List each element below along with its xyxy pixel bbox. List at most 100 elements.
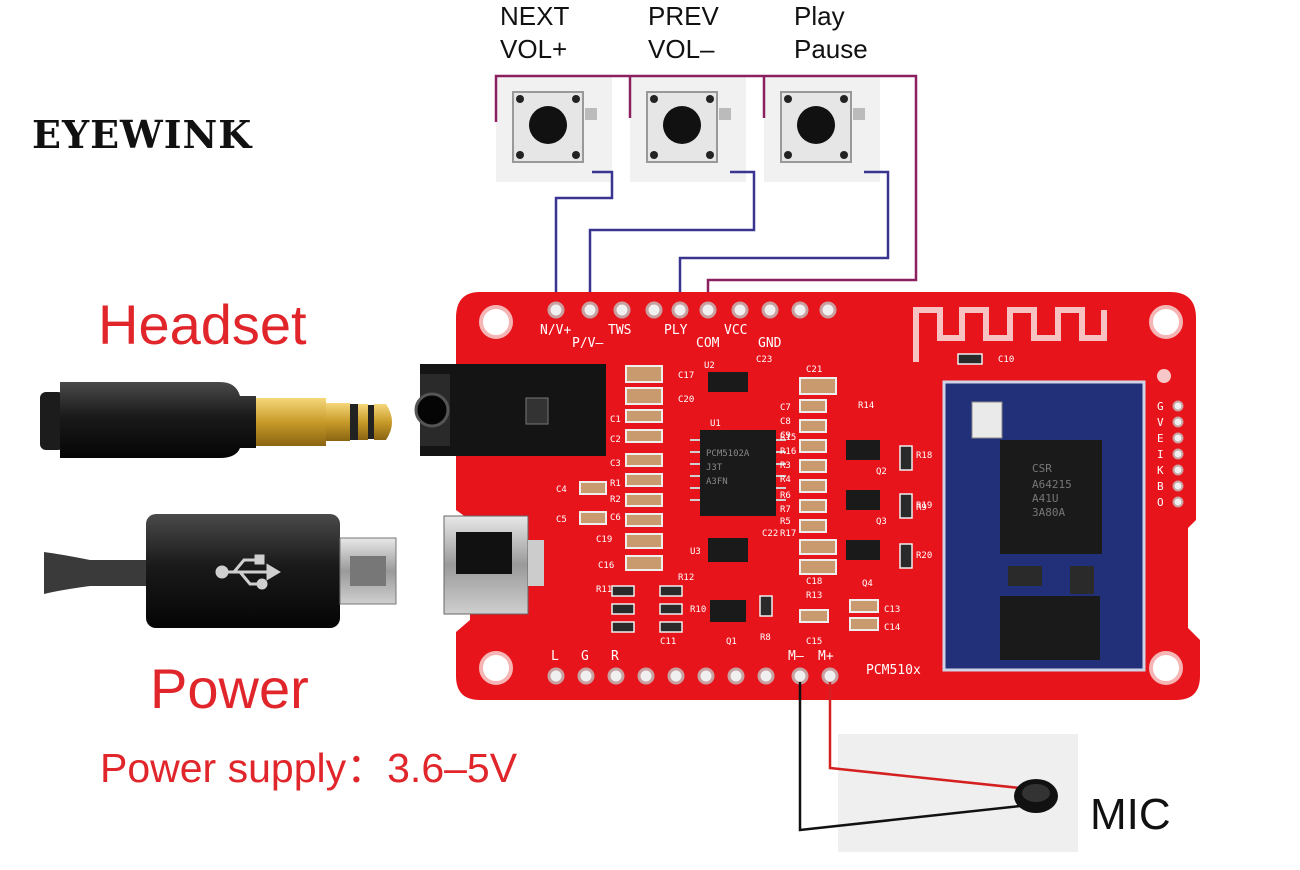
dac-chip-marking: PCM5102A J3T A3FN [706, 449, 750, 487]
silk-right-pin: V [1157, 416, 1164, 429]
silk-right-pin: I [1157, 448, 1164, 461]
dac-chip-text: J3T [706, 463, 723, 473]
silk-ref: C14 [884, 623, 900, 633]
silk-ref: Q3 [876, 517, 887, 527]
silk-ref: U2 [704, 361, 715, 371]
silk-ref: R5 [780, 517, 791, 527]
mic-label: MIC [1090, 790, 1171, 839]
silk-ref: C19 [596, 535, 612, 545]
silk-ref: C2 [610, 435, 621, 445]
bt-chip-text: A41U [1032, 492, 1059, 505]
silk-ref: R8 [760, 633, 771, 643]
silk-pin-l: L [551, 649, 559, 664]
silk-ref: C7 [780, 403, 791, 413]
antenna-trace [913, 307, 1107, 362]
silk-pin-mminus: M– [788, 649, 804, 664]
silk-ref: C4 [556, 485, 567, 495]
silk-ref: C10 [998, 355, 1014, 365]
button-label-line2: VOL+ [500, 34, 568, 64]
transistor-q1 [710, 600, 746, 622]
silk-pin-tws: TWS [608, 323, 631, 338]
silk-ref: R10 [690, 605, 706, 615]
silk-ref: U1 [710, 419, 721, 429]
button-label-line2: VOL– [648, 34, 715, 64]
silk-ref: U3 [690, 547, 701, 557]
silk-ref: R15 [780, 433, 796, 443]
passive-components [579, 365, 879, 631]
regulator-u2 [708, 372, 748, 392]
silk-ref: R7 [780, 505, 791, 515]
wire-play [678, 170, 890, 306]
audio-jack [414, 364, 606, 456]
micro-usb-cable [44, 514, 397, 628]
dac-ic [690, 430, 786, 516]
silk-right-pin: K [1157, 464, 1164, 477]
silk-pin-g: G [581, 649, 589, 664]
silk-pin-r: R [611, 649, 619, 664]
silk-pin-nv: N/V+ [540, 323, 571, 338]
silk-ref: R11 [596, 585, 612, 595]
power-label: Power [150, 657, 309, 720]
silk-pin-mplus: M+ [818, 649, 834, 664]
bt-chip-text: CSR [1032, 462, 1052, 475]
silk-ref: R13 [806, 591, 822, 601]
silk-ref: R9 [916, 503, 927, 513]
silk-ref: C8 [780, 417, 791, 427]
silk-ref: R3 [780, 461, 791, 471]
transistor-q2 [846, 440, 880, 460]
silk-right-pin: O [1157, 496, 1164, 509]
silk-pin-ply: PLY [664, 323, 688, 338]
button-label-line1: Play [794, 1, 845, 31]
right-header-pads [1172, 400, 1184, 508]
silk-ref: Q2 [876, 467, 887, 477]
dac-chip-text: A3FN [706, 477, 728, 487]
silk-ref: C18 [806, 577, 822, 587]
headset-label: Headset [98, 293, 307, 356]
silk-ref: R16 [780, 447, 796, 457]
transistor-q4 [846, 540, 880, 560]
silk-ref: R17 [780, 529, 796, 539]
silk-ref: R6 [780, 491, 791, 501]
silk-right-pin: G [1157, 400, 1164, 413]
silk-right-header: G V E I K B O [1157, 400, 1164, 509]
button-label-play: Play Pause [794, 0, 868, 66]
silk-ref: C22 [762, 529, 778, 539]
silk-right-pin: B [1157, 480, 1164, 493]
usb-icon [215, 554, 281, 590]
silk-ref: R2 [610, 495, 621, 505]
silk-ref: C16 [598, 561, 614, 571]
button-label-next: NEXT VOL+ [500, 0, 569, 66]
micro-usb-port [443, 515, 544, 615]
silk-pin-vcc: VCC [724, 323, 747, 338]
silk-ref: R14 [858, 401, 874, 411]
silk-ref: C21 [806, 365, 822, 375]
microphone [798, 682, 1078, 852]
silk-ref: C23 [756, 355, 772, 365]
silk-ref: Q4 [862, 579, 873, 589]
silk-ref: R20 [916, 551, 932, 561]
silk-model: PCM510x [866, 663, 921, 678]
button-label-line2: Pause [794, 34, 868, 64]
silk-right-pin: E [1157, 432, 1164, 445]
transistor-q3 [846, 490, 880, 510]
silk-ref: R4 [780, 475, 791, 485]
silk-ref: C11 [660, 637, 676, 647]
regulator-u3 [708, 538, 748, 562]
brand-logo: EYEWINK [32, 112, 253, 157]
silk-ref: R1 [610, 479, 621, 489]
silk-pin-pv: P/V– [572, 336, 603, 351]
headset-plug [40, 382, 392, 458]
silk-ref-designators: U2 C23 C21 C17 C20 U1 C1 C2 C3 R1 R2 R3 … [556, 355, 1014, 647]
silk-ref: C3 [610, 459, 621, 469]
silk-ref: C9 [780, 431, 791, 441]
pcb-board: N/V+ P/V– TWS PLY COM VCC GND L G R M– M… [414, 292, 1200, 700]
mic-wire-black [798, 682, 1021, 832]
common-wire [494, 74, 918, 306]
bt-chip-text: A64215 [1032, 478, 1072, 491]
silk-ref: C6 [610, 513, 621, 523]
wire-next [554, 170, 614, 306]
silk-ref: C15 [806, 637, 822, 647]
silk-pin-com: COM [696, 336, 720, 351]
button-label-line1: PREV [648, 1, 719, 31]
silk-ref: C17 [678, 371, 694, 381]
